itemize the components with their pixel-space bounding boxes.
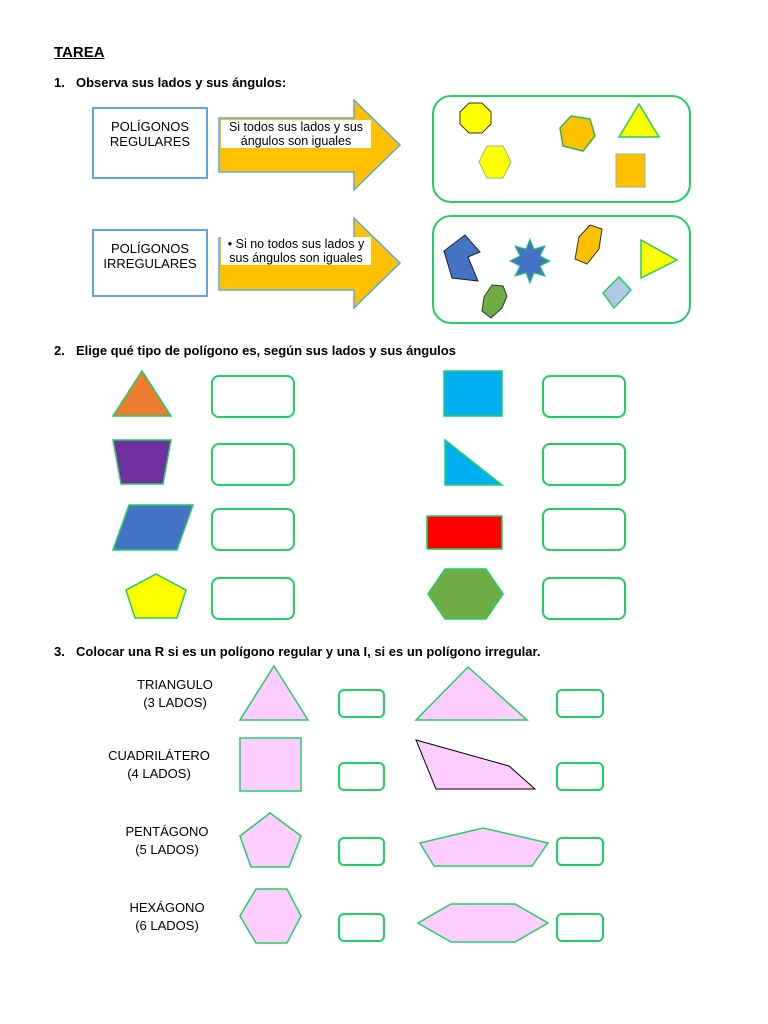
- answer-box-regular-triangle[interactable]: [338, 689, 385, 718]
- page-title: TAREA: [54, 44, 105, 61]
- orange-irregular-hexagon-shape: [574, 224, 603, 265]
- blue-irregular-polygon-shape: [443, 234, 481, 282]
- pink-irregular-pentagon-shape: [418, 827, 550, 867]
- section-3-heading: 3.Colocar una R si es un polígono regula…: [54, 644, 541, 659]
- answer-box-regular-hexagon[interactable]: [338, 913, 385, 942]
- yellow-pentagon-shape: [125, 573, 187, 619]
- blue-star-shape: [508, 237, 552, 285]
- answer-box-irregular-pentagon[interactable]: [556, 837, 604, 866]
- answer-box-irregular-triangle[interactable]: [556, 689, 604, 718]
- pink-irregular-hexagon-shape: [416, 903, 550, 943]
- orange-square-shape: [615, 153, 646, 188]
- answer-box-irregular-hexagon[interactable]: [556, 913, 604, 942]
- answer-box-hexagon[interactable]: [542, 577, 626, 620]
- green-irregular-shape: [481, 284, 508, 319]
- answer-box-regular-quadrilateral[interactable]: [338, 762, 385, 791]
- lilac-rhombus-shape: [602, 275, 633, 310]
- answer-box-parallelogram[interactable]: [211, 508, 295, 551]
- yellow-right-triangle-shape: [640, 238, 679, 280]
- yellow-octagon-shape: [459, 102, 492, 134]
- pink-equilateral-triangle-shape: [238, 664, 310, 721]
- answer-box-irregular-quadrilateral[interactable]: [556, 762, 604, 791]
- regular-polygons-label: POLÍGONOS REGULARES: [92, 107, 208, 179]
- regular-definition-text: Si todos sus lados y sus ángulos son igu…: [221, 120, 371, 148]
- row-label-triangle: TRIANGULO (3 LADOS): [137, 677, 213, 710]
- yellow-triangle-shape: [617, 102, 661, 138]
- answer-box-pentagon[interactable]: [211, 577, 295, 620]
- answer-box-trapezoid[interactable]: [211, 443, 295, 486]
- row-label-quadrilateral: CUADRILÁTERO (4 LADOS): [108, 748, 210, 781]
- row-label-pentagon: PENTÁGONO (5 LADOS): [125, 824, 209, 857]
- orange-pentagon-shape: [559, 115, 596, 152]
- red-rectangle-shape: [426, 515, 503, 550]
- blue-right-triangle-shape: [444, 438, 505, 486]
- blue-square-shape: [443, 370, 503, 417]
- answer-box-rectangle[interactable]: [542, 508, 626, 551]
- irregular-definition-text: • Si no todos sus lados y sus ángulos so…: [221, 237, 371, 265]
- row-label-hexagon: HEXÁGONO (6 LADOS): [129, 900, 205, 933]
- orange-triangle-shape: [111, 369, 173, 417]
- section-2-heading: 2.Elige qué tipo de polígono es, según s…: [54, 343, 456, 358]
- pink-irregular-quadrilateral-shape: [415, 739, 537, 790]
- answer-box-square[interactable]: [542, 375, 626, 418]
- answer-box-regular-pentagon[interactable]: [338, 837, 385, 866]
- purple-trapezoid-shape: [112, 439, 172, 485]
- pink-square-shape: [239, 737, 302, 792]
- answer-box-right-triangle[interactable]: [542, 443, 626, 486]
- pink-scalene-triangle-shape: [414, 665, 529, 721]
- green-hexagon-shape: [427, 568, 504, 620]
- pink-regular-pentagon-shape: [239, 812, 302, 868]
- section-1-heading: 1.Observa sus lados y sus ángulos:: [54, 75, 287, 90]
- blue-parallelogram-shape: [111, 504, 195, 551]
- pink-regular-hexagon-shape: [239, 888, 302, 944]
- irregular-polygons-label: POLÍGONOS IRREGULARES: [92, 229, 208, 297]
- yellow-hexagon-shape: [478, 145, 512, 179]
- answer-box-triangle[interactable]: [211, 375, 295, 418]
